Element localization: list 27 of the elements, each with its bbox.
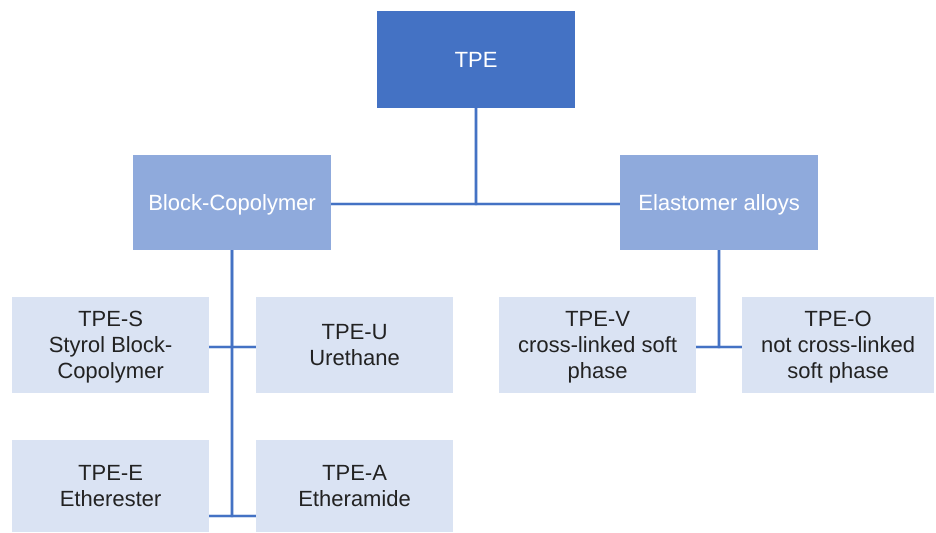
category-box [499, 297, 696, 393]
node-label: TPE [454, 46, 498, 72]
node-label: Elastomer alloys [638, 190, 800, 216]
node-label: Urethane [309, 345, 400, 371]
category-box [256, 440, 453, 532]
node-label: Etherester [60, 486, 162, 512]
node-label: TPE-S [78, 306, 143, 332]
category-box [256, 297, 453, 393]
connector-line [474, 108, 620, 206]
node-label: TPE-A [322, 460, 387, 486]
connector-line [230, 250, 256, 518]
category-box [133, 155, 331, 250]
node-label: TPE-V [565, 306, 630, 332]
node-label: TPE-O [804, 306, 872, 332]
node-label: TPE-U [322, 319, 388, 345]
node-label: TPE-E [78, 460, 143, 486]
node-label: Etheramide [298, 486, 411, 512]
category-box [12, 440, 209, 532]
category-box [620, 155, 818, 250]
connector-line [718, 250, 742, 348]
category-box [12, 297, 209, 393]
category-box [377, 11, 575, 108]
node-label: cross-linked soft phase [517, 332, 678, 384]
category-box [742, 297, 934, 393]
node-label: Block-Copolymer [148, 190, 316, 216]
node-label: not cross-linked soft phase [760, 332, 916, 384]
node-label: Styrol Block-Copolymer [48, 332, 174, 384]
